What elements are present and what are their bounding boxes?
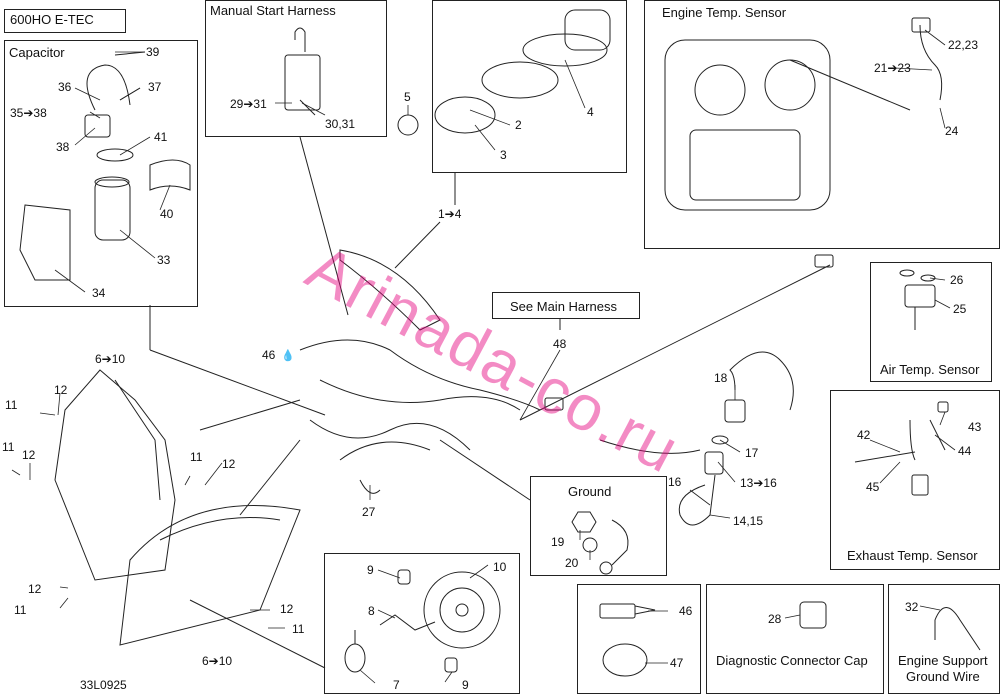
air-temp-title: Air Temp. Sensor: [880, 362, 980, 377]
callout-47: 47: [670, 656, 684, 670]
callout-45: 45: [866, 480, 880, 494]
callout-44: 44: [958, 444, 972, 458]
diag-cap-title: Diagnostic Connector Cap: [716, 653, 868, 668]
callout-48: 48: [553, 337, 567, 351]
see-main-harness-box: [492, 292, 640, 319]
header-model-box: [4, 9, 126, 33]
callout-41: 41: [154, 130, 168, 144]
callout-11-a: 11: [5, 398, 18, 412]
callout-26: 26: [950, 273, 964, 287]
callout-2: 2: [515, 118, 522, 132]
callout-7: 7: [393, 678, 400, 692]
ground-title: Ground: [568, 484, 612, 499]
callout-12-c: 12: [222, 457, 236, 471]
callout-11-b: 11: [2, 440, 15, 454]
model-title: 600HO E-TEC: [10, 12, 94, 27]
manual-start-harness-box: [205, 0, 387, 137]
callout-32: 32: [905, 600, 919, 614]
callout-4: 4: [587, 105, 594, 119]
callout-35-38: 35➔38: [10, 106, 47, 120]
callout-8: 8: [368, 604, 375, 618]
callout-1-4: 1➔4: [438, 207, 462, 221]
callout-42: 42: [857, 428, 871, 442]
callout-5: 5: [404, 90, 411, 104]
callout-43: 43: [968, 420, 982, 434]
callout-16: 16: [668, 475, 682, 489]
callout-10: 10: [493, 560, 507, 574]
callout-46-grease: 46: [679, 604, 693, 618]
callout-12-d: 12: [28, 582, 42, 596]
manual-start-title: Manual Start Harness: [210, 3, 336, 18]
capacitor-title: Capacitor: [9, 45, 65, 60]
callout-11-e: 11: [292, 622, 305, 636]
callout-29-31: 29➔31: [230, 97, 267, 111]
callout-40: 40: [160, 207, 174, 221]
callout-18: 18: [714, 371, 728, 385]
callout-6-10-bottom: 6➔10: [202, 654, 233, 668]
callout-34: 34: [92, 286, 106, 300]
callout-22-23: 22,23: [948, 38, 979, 52]
grease-clamp-box: [577, 584, 701, 694]
engine-ground-title-2: Ground Wire: [906, 669, 980, 684]
exhaust-temp-sensor-box: [830, 390, 1000, 570]
callout-3: 3: [500, 148, 507, 162]
callout-30-31: 30,31: [325, 117, 356, 131]
callout-12-a: 12: [54, 383, 68, 397]
callout-27: 27: [362, 505, 376, 519]
callout-11-c: 11: [190, 450, 203, 464]
callout-46-harness: 46: [262, 348, 276, 362]
callout-9-a: 9: [367, 563, 374, 577]
callout-17: 17: [745, 446, 759, 460]
callout-21-23: 21➔23: [874, 61, 911, 75]
callout-38: 38: [56, 140, 70, 154]
capacitor-box: [4, 40, 198, 307]
callout-11-d: 11: [14, 603, 27, 617]
callout-13-16: 13➔16: [740, 476, 777, 490]
callout-6-10-top: 6➔10: [95, 352, 126, 366]
callout-19: 19: [551, 535, 565, 549]
callout-24: 24: [945, 124, 959, 138]
engine-ground-title-1: Engine Support: [898, 653, 988, 668]
gauge-cluster-box: [432, 0, 627, 173]
ground-box: [530, 476, 667, 576]
callout-12-b: 12: [22, 448, 36, 462]
diagram-code: 33L0925: [80, 678, 127, 692]
headlamp-bulb-box: [324, 553, 520, 694]
callout-12-e: 12: [280, 602, 294, 616]
callout-37: 37: [148, 80, 162, 94]
drop-icon: 💧: [281, 350, 295, 362]
air-temp-sensor-box: [870, 262, 992, 382]
callout-14-15: 14,15: [733, 514, 764, 528]
callout-28: 28: [768, 612, 782, 626]
callout-25: 25: [953, 302, 967, 316]
callout-33: 33: [157, 253, 171, 267]
callout-36: 36: [58, 80, 72, 94]
diagnostic-cap-box: [706, 584, 884, 694]
see-main-harness-title: See Main Harness: [510, 299, 617, 314]
callout-9-b: 9: [462, 678, 469, 692]
callout-39: 39: [146, 45, 160, 59]
exhaust-temp-title: Exhaust Temp. Sensor: [847, 548, 978, 563]
callout-20: 20: [565, 556, 579, 570]
engine-temp-title: Engine Temp. Sensor: [662, 5, 787, 20]
